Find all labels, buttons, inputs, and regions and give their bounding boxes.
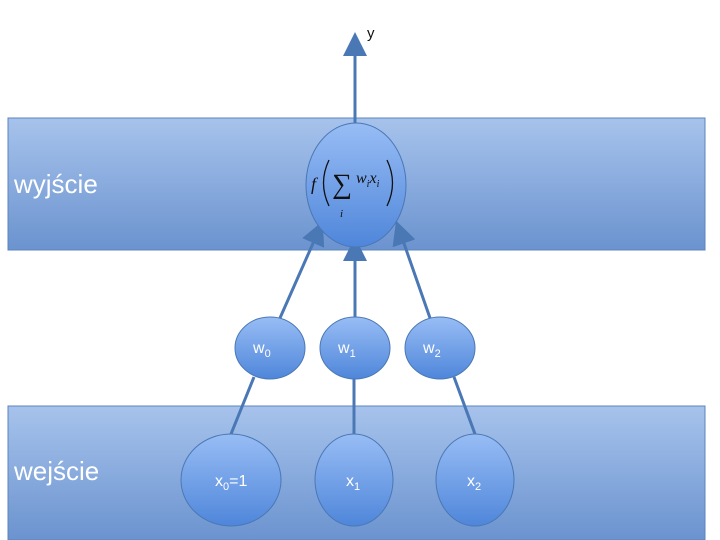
sum-term: wixi	[356, 170, 380, 190]
activation-f: f	[311, 174, 319, 194]
svg-text:w2: w2	[422, 340, 441, 360]
svg-text:x2: x2	[467, 473, 481, 493]
weight-node-0: w0	[234, 316, 306, 380]
input-node-0: x0=1	[180, 433, 282, 527]
svg-text:x1: x1	[346, 473, 360, 493]
weight-node-2: w2	[404, 316, 476, 380]
edge-w0-output	[278, 221, 325, 319]
edge-x2-w2	[452, 376, 477, 435]
weight-node-1: w1	[319, 316, 391, 380]
output-y-label: y	[367, 25, 375, 42]
edge-w2-output	[392, 220, 432, 319]
right-paren	[386, 159, 394, 207]
svg-text:w0: w0	[252, 340, 271, 360]
edge-x0-w0	[229, 376, 256, 435]
output-node: f ∑ i wixi	[305, 122, 407, 248]
svg-text:x0=1: x0=1	[215, 473, 247, 493]
input-node-2: x2	[435, 433, 515, 527]
output-layer-label: wyjście	[13, 169, 98, 199]
sum-symbol: ∑	[332, 169, 352, 200]
svg-text:w1: w1	[337, 340, 356, 360]
input-layer-label: wejście	[13, 456, 99, 486]
sum-index: i	[340, 208, 343, 220]
left-paren	[322, 159, 330, 207]
input-node-1: x1	[314, 433, 394, 527]
